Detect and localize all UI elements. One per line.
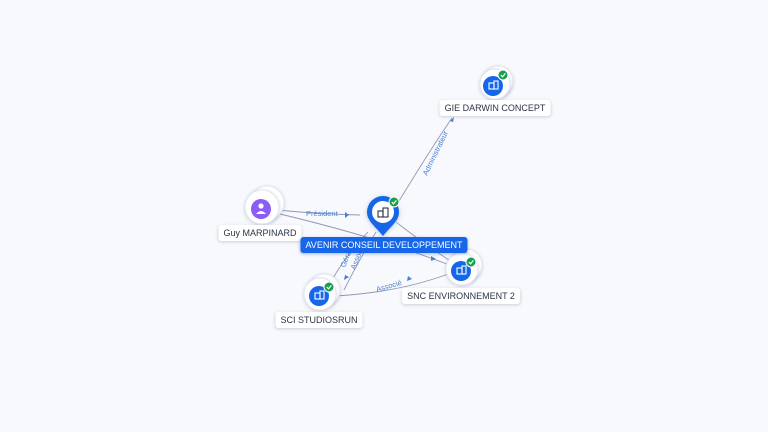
node-darwin[interactable] [479, 65, 514, 100]
verified-check-icon [465, 256, 477, 268]
arrow-snc-from-guy [431, 256, 436, 261]
edge-guy-avenir[interactable] [275, 209, 361, 216]
building-icon [314, 290, 325, 300]
verified-check-icon [388, 196, 400, 208]
arrow-darwin [450, 117, 454, 122]
edge-label-e2: Président [306, 209, 339, 218]
person-icon [256, 203, 266, 214]
edge-label-e1: Administrateur [421, 129, 451, 177]
node-guy[interactable] [244, 185, 285, 225]
node-label-darwin[interactable]: GIE DARWIN CONCEPT [439, 100, 551, 116]
verified-check-icon [323, 281, 335, 293]
node-snc[interactable] [445, 248, 483, 286]
arrow-sci-from-avenir [344, 275, 349, 280]
verified-check-icon [497, 69, 509, 81]
edge-sci-snc[interactable] [335, 273, 449, 297]
node-label-snc[interactable]: SNC ENVIRONNEMENT 2 [402, 288, 520, 304]
node-label-sci[interactable]: SCI STUDIOSRUN [275, 312, 363, 328]
node-label-guy[interactable]: Guy MARPINARD [218, 225, 302, 241]
edge-avenir-darwin[interactable] [395, 117, 453, 207]
building-icon [488, 80, 499, 90]
node-label-avenir[interactable]: AVENIR CONSEIL DEVELOPPEMENT [300, 237, 468, 253]
node-avenir[interactable] [359, 189, 407, 237]
building-icon [456, 265, 467, 275]
arrow-avenir-from-guy [345, 212, 349, 218]
arrow-snc-from-sci [407, 276, 412, 281]
node-sci[interactable] [303, 273, 341, 311]
building-icon [377, 207, 389, 218]
edge-label-e6: Associé [375, 278, 403, 294]
